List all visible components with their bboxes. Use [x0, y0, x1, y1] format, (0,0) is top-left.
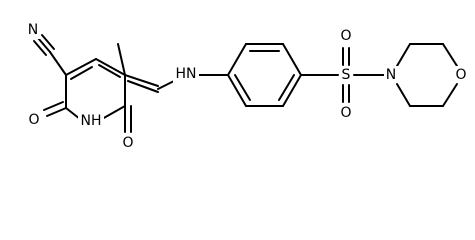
bond-c3-c4-inner: [70, 66, 93, 80]
mask-o-bottom: [121, 135, 135, 152]
bond-triple-1: [37, 37, 51, 53]
bond-ar-6: [227, 74, 247, 107]
exocyclic-ene: [124, 74, 177, 93]
atom-morpholine-o: O: [455, 67, 466, 83]
pyridinone-ring: [65, 58, 126, 120]
atom-carbonyl-o-left: O: [28, 112, 39, 128]
bond-n1-c2: [65, 107, 81, 120]
atom-sulfonyl-o-top: O: [340, 28, 351, 44]
atom-sulfonyl-o-bottom: O: [340, 105, 351, 121]
bond-triple-3: [33, 40, 47, 56]
mask-imide-nh: [78, 113, 104, 130]
bond-c3-cn: [49, 51, 67, 76]
bond-m-4: [442, 83, 458, 107]
carbonyl-groups: [43, 101, 132, 133]
bond-ar-1: [227, 43, 247, 76]
bond-c5-ch-b: [127, 80, 159, 93]
bond-methyl: [117, 43, 126, 76]
bond-c2-o-b: [43, 101, 64, 111]
mask-nitrile-n: [26, 22, 40, 39]
atom-carbonyl-o-bottom: O: [122, 135, 133, 151]
atom-morpholine-n: N: [386, 67, 396, 83]
structure-canvas: N O O NH HN S O O N O: [26, 22, 468, 152]
mask-amine-nh: [173, 66, 199, 83]
sulfonyl-group: [300, 47, 386, 103]
atom-nitrile-n: N: [28, 22, 38, 38]
bond-c3-c4: [65, 58, 97, 76]
benzene-ring: [196, 43, 302, 107]
bond-c4-c5-double: [98, 64, 121, 78]
mask-morpholine-n: [384, 66, 398, 83]
mask-o-left: [27, 112, 41, 129]
morpholine-ring: [396, 43, 458, 107]
atom-imide-nh: NH: [81, 113, 102, 129]
bond-triple-2: [41, 34, 55, 50]
atom-amine-nh: HN: [176, 66, 197, 82]
bond-ar-4: [282, 74, 302, 107]
bond-m-1: [396, 43, 411, 67]
bond-c6-n1: [101, 105, 126, 120]
bond-m-3: [442, 43, 458, 67]
bond-c4-c5-single: [95, 58, 126, 76]
bond-ar-inner-3: [234, 74, 251, 101]
bond-ar-inner-2: [278, 74, 295, 101]
bond-c5-ch-a: [124, 74, 159, 87]
nitrile-group: [33, 34, 67, 76]
mask-morpholine-o: [454, 66, 468, 83]
mask-sulfonyl-o-top: [339, 28, 353, 45]
mask-sulfur: [339, 66, 353, 83]
bond-m-6: [396, 83, 411, 107]
bond-ar-3: [282, 43, 302, 76]
chemical-structure-diagram: N O O NH HN S O O N O: [26, 22, 468, 152]
atom-sulfur: S: [342, 67, 351, 83]
mask-sulfonyl-o-bottom: [339, 105, 353, 122]
bond-c2-o-a: [46, 107, 67, 117]
